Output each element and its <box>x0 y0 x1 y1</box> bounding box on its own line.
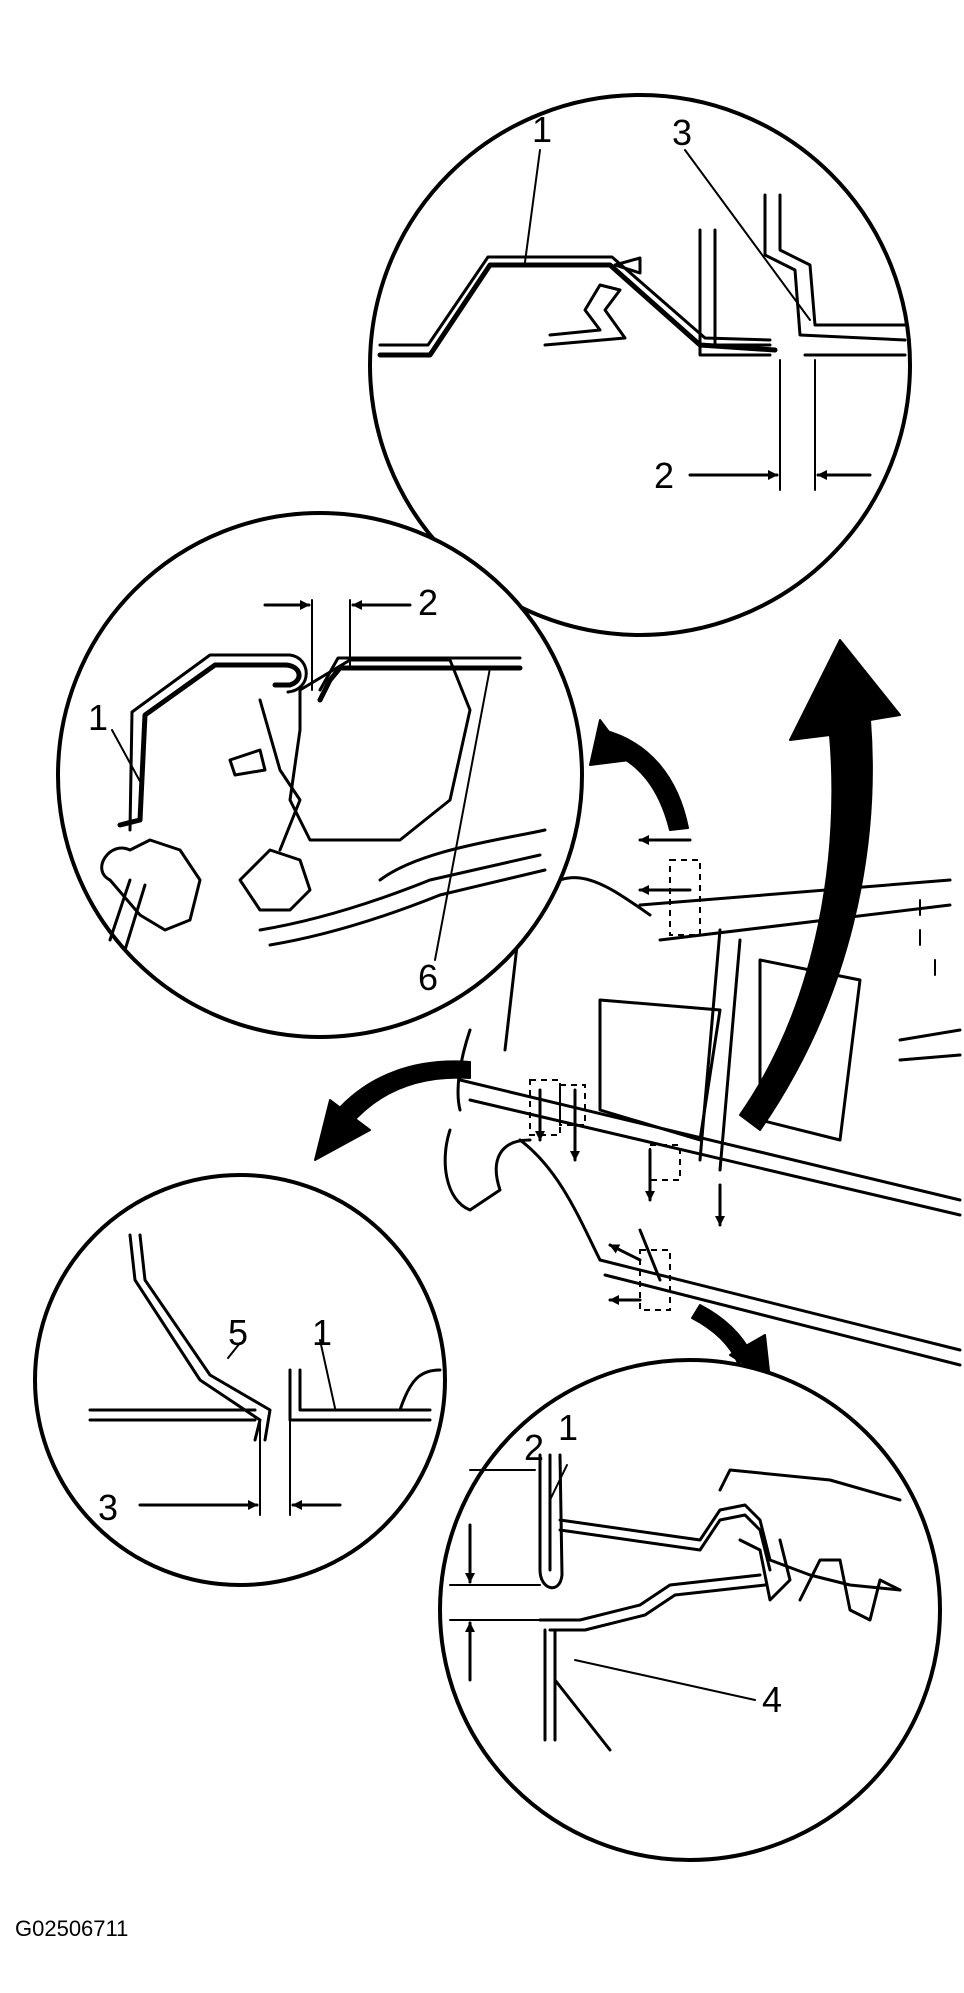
detail-circle-roof <box>368 93 912 637</box>
callout-1-front-door: 1 <box>312 1312 332 1353</box>
callout-3-front-door: 3 <box>98 1487 118 1528</box>
callout-1-roof: 1 <box>532 109 552 150</box>
detail-circle-upper-door <box>56 511 584 1039</box>
curved-arrows <box>314 639 901 1381</box>
callout-6-upper-door: 6 <box>418 957 438 998</box>
vehicle-side-view <box>443 876 962 1367</box>
callout-4-rocker: 4 <box>762 1679 782 1720</box>
callout-1-upper-door: 1 <box>88 697 108 738</box>
detail-circle-rocker <box>438 1358 942 1862</box>
callout-labels: 1 3 2 2 1 6 5 1 3 2 1 4 <box>88 109 782 1720</box>
detail-circle-front-door <box>33 1173 447 1587</box>
callout-5-front-door: 5 <box>228 1312 248 1353</box>
callout-2-upper-door: 2 <box>418 582 438 623</box>
detail-pointer-arrows <box>535 835 725 1305</box>
callout-1-rocker: 1 <box>558 1407 578 1448</box>
callout-3-roof: 3 <box>672 112 692 153</box>
callout-2-roof: 2 <box>654 455 674 496</box>
figure-id: G02506711 <box>15 1916 128 1941</box>
detail-markers <box>529 859 701 1311</box>
callout-2-rocker: 2 <box>524 1427 544 1468</box>
